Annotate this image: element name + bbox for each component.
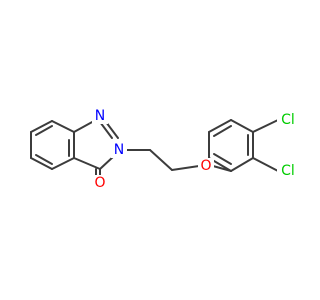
bond-line-24 (208, 119, 232, 133)
atom-n3: N (111, 142, 127, 158)
atom-n1-background (92, 108, 108, 124)
bond-line-7 (35, 125, 53, 136)
bond-line-30 (252, 119, 279, 133)
bond-line-21 (230, 157, 254, 172)
bond-line-31 (252, 157, 279, 172)
atom-carbonyl-oxygen-label: O (94, 175, 105, 191)
atom-n1: N (92, 108, 108, 124)
atom-ether-oxygen-label: O (200, 158, 211, 174)
atom-chlorine-bottom-background (277, 163, 299, 179)
atom-chlorine-top-label: Cl (281, 112, 295, 128)
bond-line-23 (230, 119, 254, 133)
bond-line-29 (213, 153, 232, 165)
atom-chlorine-bottom-label: Cl (281, 163, 295, 179)
bond-line-2 (51, 120, 75, 133)
atom-chlorine-top-background (277, 112, 299, 128)
atom-ether-oxygen: O (198, 158, 214, 174)
atom-ether-oxygen-background (198, 158, 214, 174)
bond-line-12 (105, 121, 119, 139)
atom-chlorine-top: Cl (277, 112, 299, 128)
bond-line-1 (30, 120, 53, 133)
bond-line-18 (149, 149, 173, 171)
atom-n3-label: N (114, 142, 124, 158)
bond-line-10 (73, 120, 95, 133)
atom-n3-background (111, 142, 127, 158)
bond-line-19 (171, 165, 200, 171)
bond-line-11 (73, 157, 101, 170)
bond-line-28 (213, 125, 232, 137)
bond-layer (30, 119, 279, 178)
bond-line-5 (30, 157, 53, 170)
atom-carbonyl-oxygen: O (92, 175, 108, 191)
bond-line-14 (99, 155, 115, 170)
bond-line-9 (35, 154, 53, 165)
atom-chlorine-bottom: Cl (277, 163, 299, 179)
bond-line-13 (99, 121, 113, 139)
molecule-structure: N N O O Cl Cl (30, 108, 299, 191)
atom-n1-label: N (95, 108, 105, 124)
bond-line-4 (51, 157, 75, 170)
atom-carbonyl-oxygen-background (92, 175, 108, 191)
